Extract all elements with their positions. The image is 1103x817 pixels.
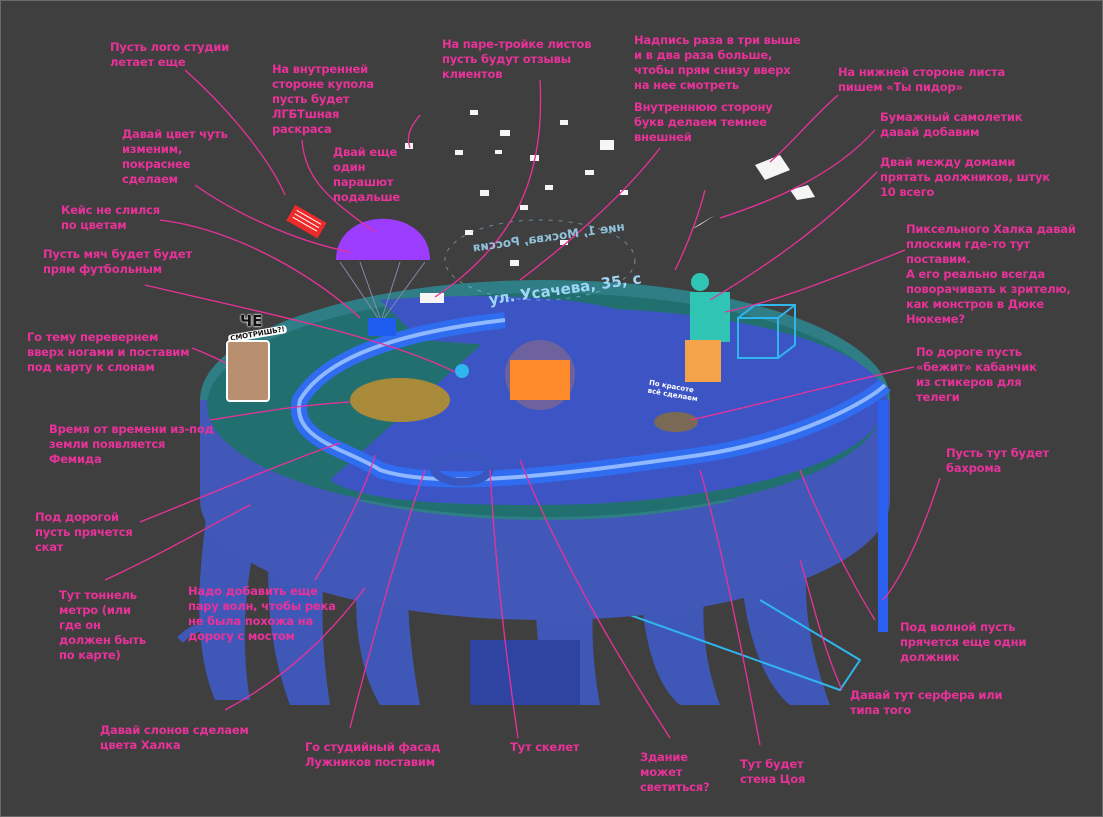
annotation-metro-tunnel: Тут тоннель метро (или где он должен быт…	[59, 588, 146, 662]
studio-logo	[286, 204, 327, 239]
annotation-paper-plane: Бумажный самолетик давай добавим	[880, 110, 1023, 139]
annotation-surfer: Давай тут серфера или типа того	[850, 688, 1003, 717]
flying-papers	[405, 110, 815, 303]
annotation-football-ball: Пусть мяч будет будет прям футбольным	[43, 247, 192, 276]
stadium	[430, 450, 494, 486]
annotation-debtor-under-wave: Под волной пусть прячется еще одни должн…	[900, 620, 1027, 664]
annotation-sheet-underside: На нижней стороне листа пишем «Ты пидор»	[838, 65, 1006, 94]
annotation-skeleton: Тут скелет	[510, 740, 580, 754]
annotation-fringe: Пусть тут будет бахрома	[946, 446, 1049, 475]
sticker-man-photo	[226, 340, 270, 402]
annotation-darker-letters: Внутреннюю сторону букв делаем темнее вн…	[634, 100, 773, 144]
annotation-luzhniki-facade: Го студийный фасад Лужников поставим	[305, 740, 441, 769]
annotation-case-colors: Кейс не слился по цветам	[61, 203, 160, 232]
annotation-client-reviews: На паре-тройке листов пусть будут отзывы…	[442, 37, 592, 81]
annotation-dome-inner: На внутренней стороне купола пусть будет…	[272, 62, 374, 136]
annotation-bigger-lettering: Надпись раза в три выше и в два раза бол…	[634, 33, 801, 92]
annotation-hide-debtors: Двай между домами прятать должников, шту…	[880, 155, 1050, 199]
pixel-hulk	[685, 273, 730, 382]
skeleton-wireframe	[559, 589, 862, 692]
annotation-color-redder: Давай цвет чуть изменим, покраснее сдела…	[122, 127, 228, 186]
femida-statue	[350, 378, 450, 422]
annotation-building-glow: Здание может светиться?	[640, 750, 710, 794]
leader-lines	[104, 69, 941, 746]
annotation-flip-sticker: Го тему перевернем вверх ногами и постав…	[27, 330, 190, 374]
annotation-pixel-hulk: Пиксельного Халка давай плоским где-то т…	[906, 222, 1076, 326]
wireframe-cube	[737, 304, 796, 359]
fringe-strip	[878, 400, 888, 632]
annotation-tsoi-wall: Тут будет стена Цоя	[740, 757, 806, 786]
parachute	[336, 218, 430, 336]
annotation-femida: Время от времени из-под земли появляется…	[49, 422, 214, 466]
annotation-boar-sticker: По дороге пусть «бежит» кабанчик из стик…	[916, 345, 1037, 404]
annotation-hulk-elephants: Давай слонов сделаем цвета Халка	[100, 723, 249, 752]
sticker-che: ЧЕ	[240, 312, 263, 330]
annotation-river-waves: Надо добавить еще пару волн, чтобы река …	[188, 584, 336, 643]
annotation-studio-logo: Пусть лого студии летает еще	[110, 40, 230, 69]
paper-plane-icon	[690, 215, 715, 230]
boar-sticker	[654, 412, 698, 432]
ball	[455, 364, 469, 378]
annotation-stingray: Под дорогой пусть прячется скат	[35, 510, 133, 554]
annotation-another-parachute: Двай еще один парашют подальше	[333, 145, 401, 204]
glowing-building	[505, 340, 575, 410]
